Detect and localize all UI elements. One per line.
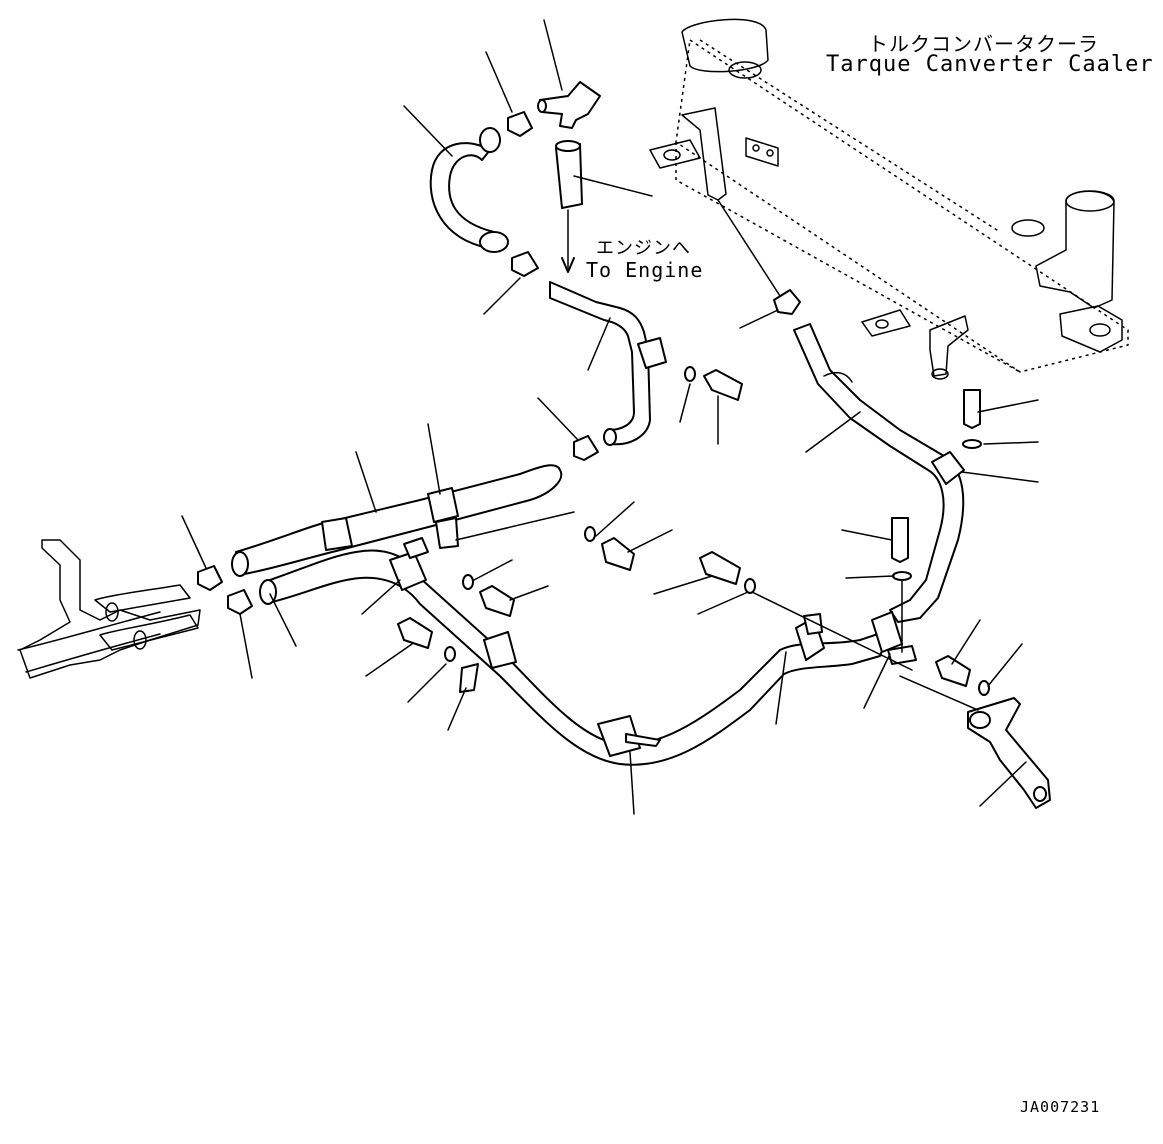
clamp-upper xyxy=(507,111,539,277)
engine-label-jp: エンジンへ xyxy=(596,238,691,259)
drawing-code: JA007231 xyxy=(1020,1098,1101,1116)
upper-hose xyxy=(429,127,509,253)
engine-pipe xyxy=(549,281,667,461)
engine-label-en: To Engine xyxy=(586,258,704,282)
alignment-lines xyxy=(455,199,979,711)
right-bracket xyxy=(967,697,1051,809)
left-mounting-bracket xyxy=(17,539,201,679)
connector-tube xyxy=(555,140,583,273)
fitting-elbow xyxy=(537,81,601,129)
cooler-return-hose xyxy=(773,289,965,623)
cooler-label-jp: トルクコンバータクーラ xyxy=(868,32,1099,56)
bolts-and-washers xyxy=(397,366,990,696)
main-lower-pipe xyxy=(231,464,917,766)
leader-lines xyxy=(181,19,1039,815)
cooler-label-en: Tarque Canverter Caaler xyxy=(826,52,1154,77)
torque-converter-cooler xyxy=(649,18,1129,380)
clamps-left xyxy=(197,565,253,615)
